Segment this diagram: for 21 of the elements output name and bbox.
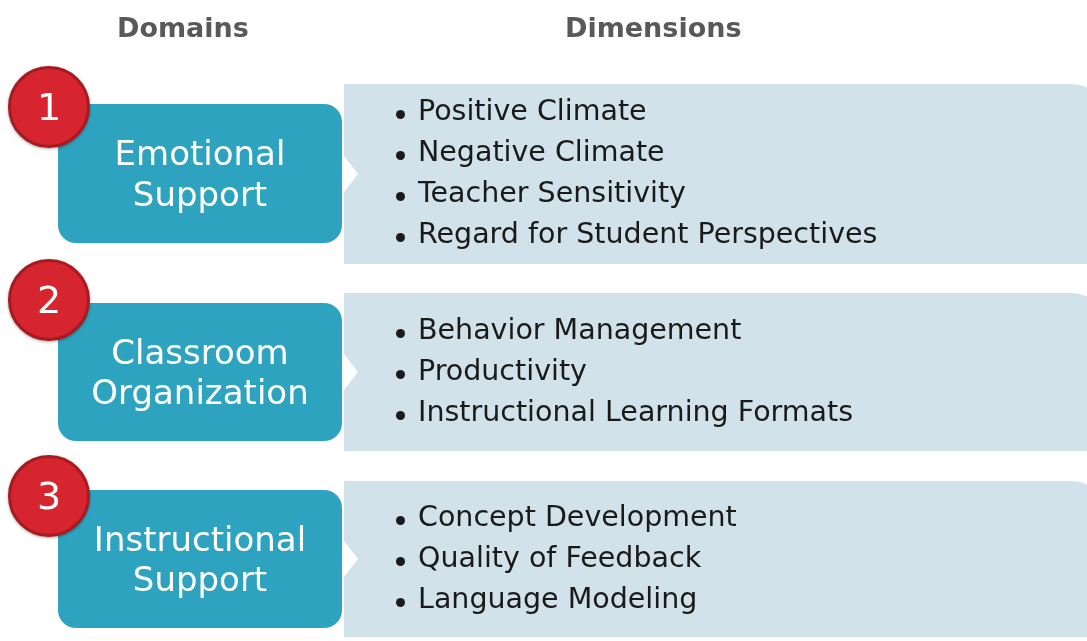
dimension-item: Instructional Learning Formats [418,394,854,428]
dimension-item: Positive Climate [418,94,647,127]
dimension-item: Concept Development [418,499,737,533]
domain-box [58,104,342,243]
dimension-item: Negative Climate [418,135,665,168]
dimension-item: Teacher Sensitivity [418,176,686,209]
dimension-item: Behavior Management [418,312,742,346]
number-circle: 2 [8,259,90,341]
dimension-item: Language Modeling [418,581,698,615]
domain-box [58,490,342,628]
column-heading: Dimensions [565,12,742,43]
number-circle: 1 [8,66,90,148]
domain-name: Instructional Support [92,518,308,600]
dimension-item: Regard for Student Perspectives [418,217,878,250]
dimension-item: Quality of Feedback [418,540,702,574]
domain-name: Classroom Organization [90,331,310,413]
domain-name: Emotional Support [113,133,287,214]
column-heading: Domains [117,12,249,43]
domain-box [58,303,342,441]
number-circle: 3 [8,455,90,537]
dimension-item: Productivity [418,353,587,387]
